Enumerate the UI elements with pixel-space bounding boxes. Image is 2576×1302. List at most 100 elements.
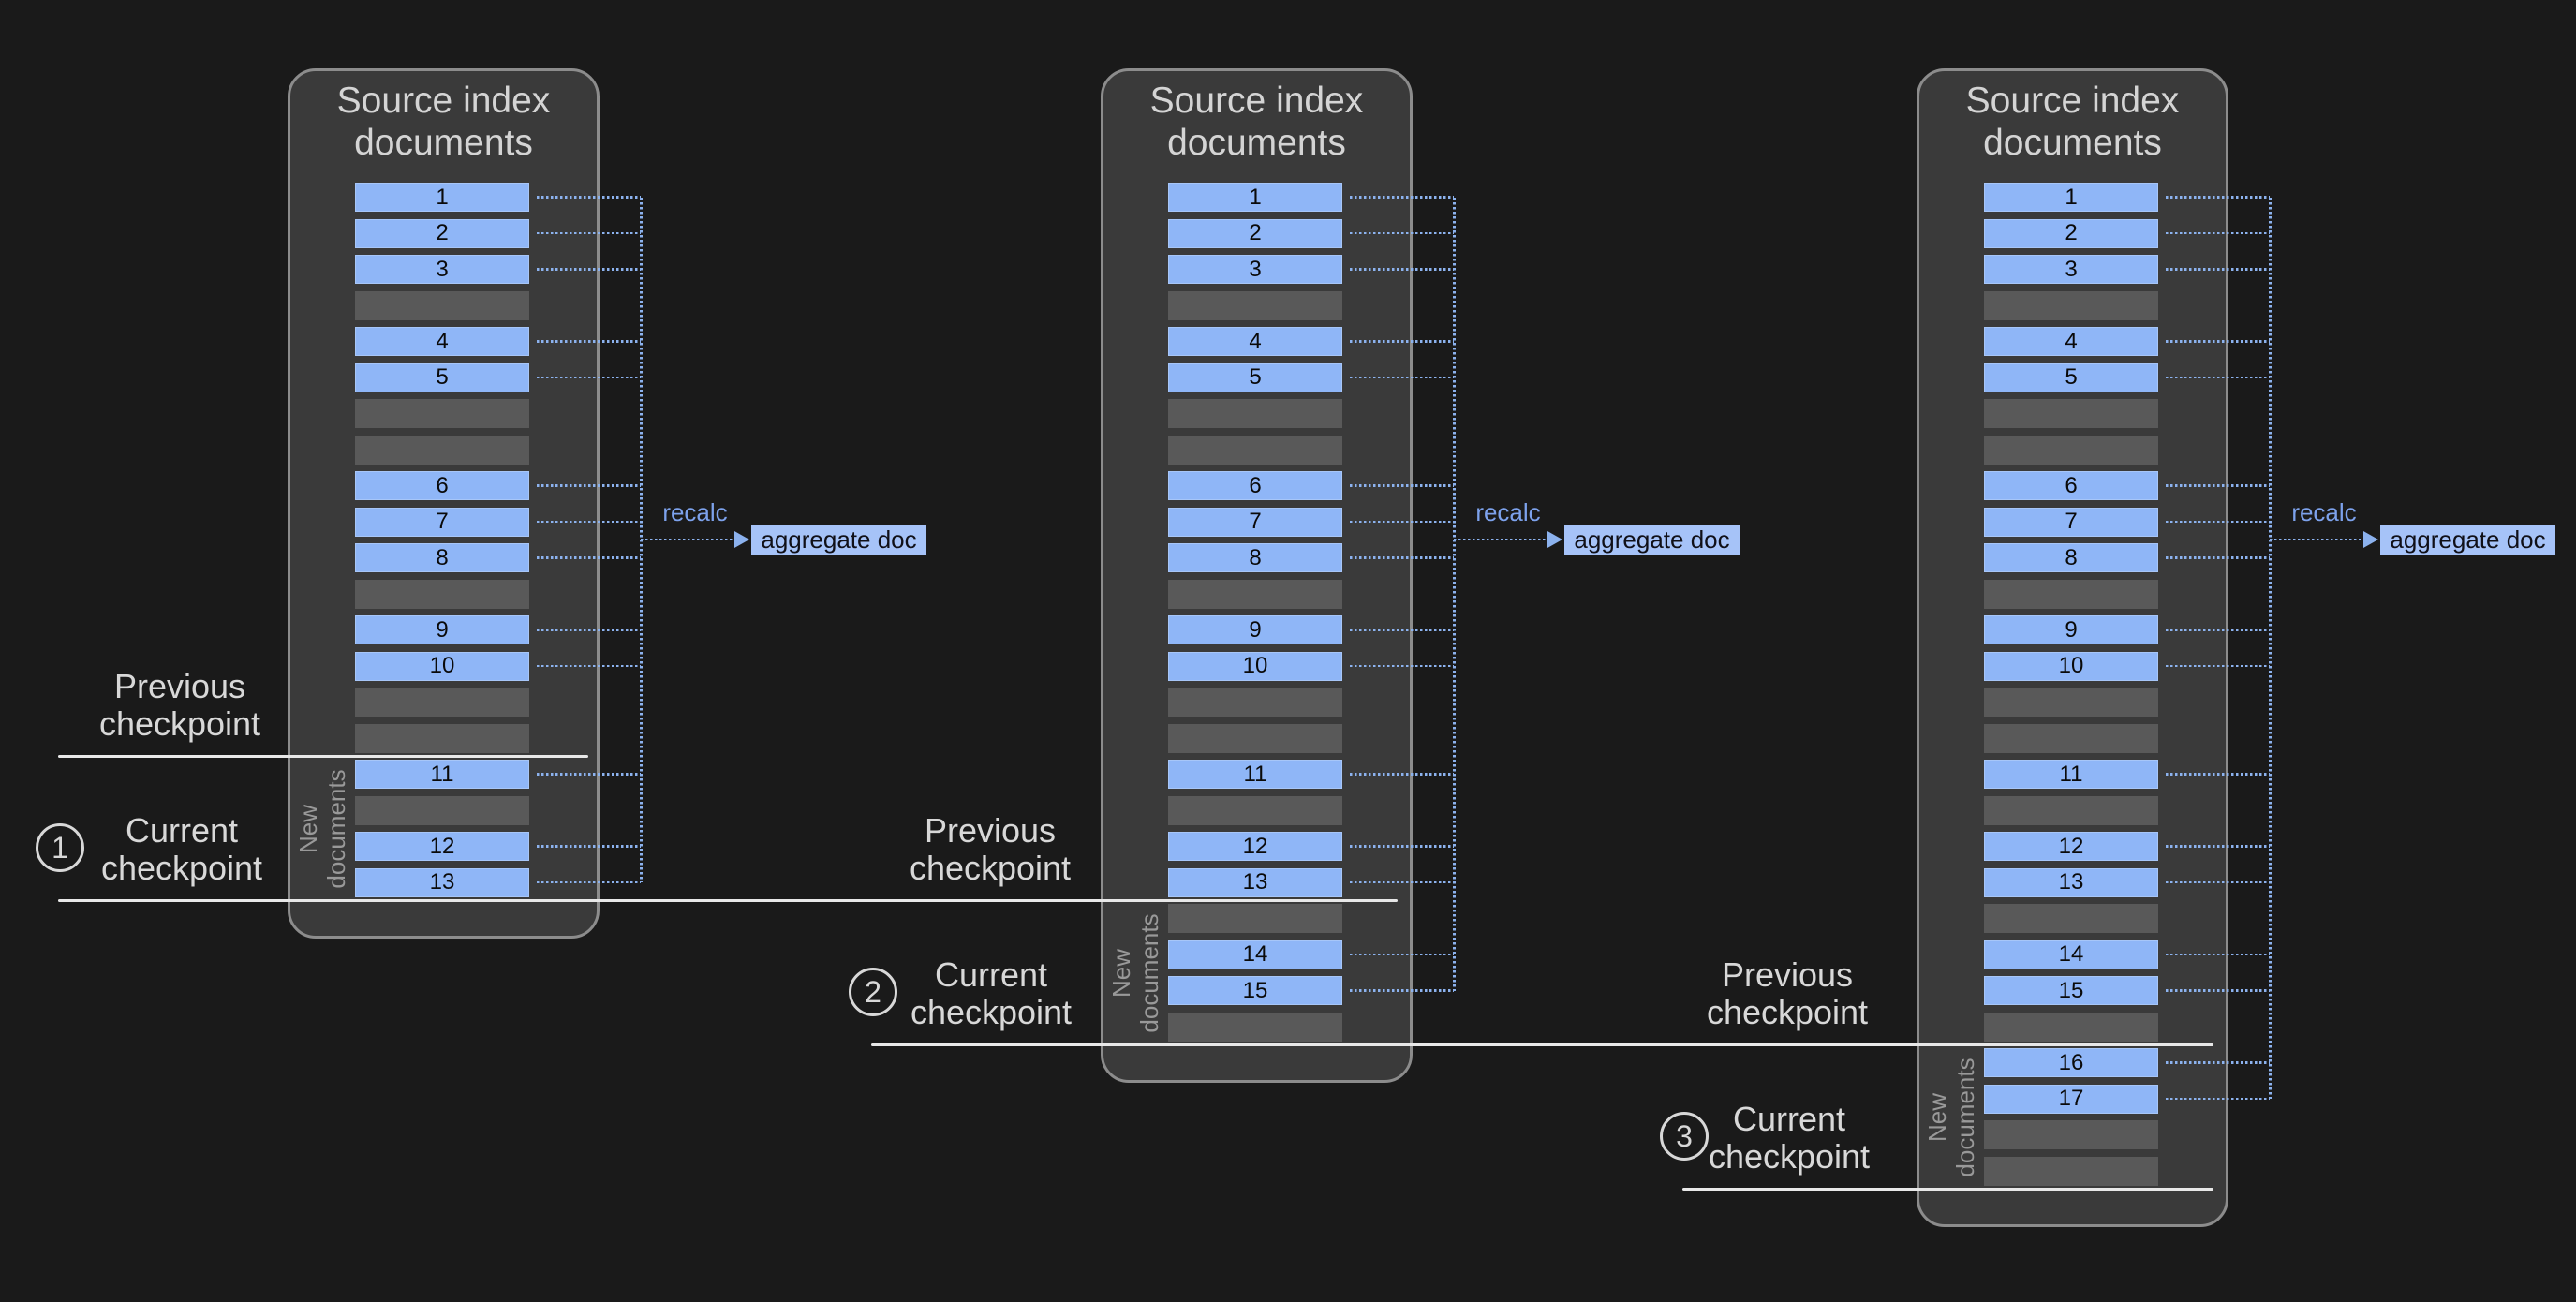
- placeholder-row: [1168, 399, 1342, 428]
- placeholder-row: [355, 723, 529, 753]
- placeholder-row: [1168, 688, 1342, 717]
- connector-line: [2166, 773, 2270, 776]
- source-index-panel: [288, 68, 600, 939]
- document-row: 8: [1984, 543, 2158, 572]
- current-checkpoint-label-line: checkpoint: [100, 849, 263, 887]
- document-row: 6: [1984, 471, 2158, 500]
- document-row: 9: [355, 615, 529, 644]
- connector-line: [1350, 520, 1454, 523]
- document-row: 7: [355, 507, 529, 537]
- connector-line: [2166, 880, 2270, 883]
- new-documents-label-line: documents: [1135, 912, 1163, 1033]
- document-row: 4: [355, 327, 529, 356]
- document-row: 2: [1984, 218, 2158, 248]
- document-row: 13: [355, 867, 529, 897]
- placeholder-row: [355, 579, 529, 609]
- connector-bracket: [1453, 198, 1456, 991]
- recalc-arrow: [1454, 538, 1547, 540]
- recalc-arrowhead-icon: [734, 531, 749, 548]
- document-row: 12: [1168, 832, 1342, 861]
- document-row: 1: [1984, 183, 2158, 212]
- current-checkpoint-line: [871, 1043, 2213, 1046]
- placeholder-row: [1168, 290, 1342, 320]
- placeholder-row: [355, 435, 529, 465]
- document-row: 1: [355, 183, 529, 212]
- recalc-arrow: [2270, 538, 2363, 540]
- connector-line: [2166, 231, 2270, 234]
- placeholder-row: [355, 290, 529, 320]
- connector-line: [2166, 340, 2270, 343]
- document-row: 15: [1984, 976, 2158, 1005]
- document-row: 1: [1168, 183, 1342, 212]
- connector-line: [1350, 556, 1454, 559]
- placeholder-row: [355, 399, 529, 428]
- document-row: 11: [1168, 760, 1342, 789]
- placeholder-row: [1984, 795, 2158, 825]
- document-row: 6: [1168, 471, 1342, 500]
- current-checkpoint-line: [1682, 1188, 2213, 1191]
- connector-line: [1350, 231, 1454, 234]
- connector-line: [537, 664, 641, 667]
- recalc-arrowhead-icon: [1547, 531, 1562, 548]
- document-row: 11: [1984, 760, 2158, 789]
- document-row: 2: [1168, 218, 1342, 248]
- connector-line: [537, 880, 641, 883]
- connector-line: [1350, 340, 1454, 343]
- document-row: 2: [355, 218, 529, 248]
- connector-line: [2166, 520, 2270, 523]
- document-row: 7: [1168, 507, 1342, 537]
- document-row: 8: [1168, 543, 1342, 572]
- placeholder-row: [1168, 1012, 1342, 1042]
- connector-line: [537, 340, 641, 343]
- new-documents-label-line: New: [294, 804, 322, 853]
- placeholder-row: [355, 795, 529, 825]
- connector-line: [537, 231, 641, 234]
- connector-line: [1350, 773, 1454, 776]
- connector-line: [1350, 196, 1454, 199]
- panel-title-line: Source index: [1965, 81, 2180, 121]
- document-row: 10: [1984, 651, 2158, 681]
- connector-line: [537, 556, 641, 559]
- placeholder-row: [1984, 904, 2158, 933]
- new-documents-label-line: New: [1107, 948, 1135, 998]
- aggregate-doc-box: aggregate doc: [1564, 524, 1740, 555]
- connector-line: [537, 376, 641, 378]
- panel-title-line: Source index: [336, 81, 551, 121]
- placeholder-row: [1984, 435, 2158, 465]
- connector-line: [537, 773, 641, 776]
- document-row: 12: [355, 832, 529, 861]
- connector-line: [1350, 484, 1454, 487]
- current-checkpoint-label-line: checkpoint: [910, 993, 1073, 1031]
- connector-line: [537, 196, 641, 199]
- placeholder-row: [1984, 1120, 2158, 1149]
- step-badge: 3: [1660, 1112, 1709, 1161]
- document-row: 15: [1168, 976, 1342, 1005]
- connector-line: [1350, 880, 1454, 883]
- document-row: 14: [1984, 940, 2158, 969]
- document-row: 8: [355, 543, 529, 572]
- document-row: 6: [355, 471, 529, 500]
- connector-line: [1350, 664, 1454, 667]
- recalc-label: recalc: [1475, 498, 1541, 526]
- connector-line: [2166, 268, 2270, 271]
- document-row: 3: [1984, 255, 2158, 284]
- placeholder-row: [1984, 688, 2158, 717]
- recalc-arrowhead-icon: [2363, 531, 2378, 548]
- connector-line: [2166, 1061, 2270, 1064]
- connector-line: [2166, 376, 2270, 378]
- new-documents-label-line: documents: [1951, 1057, 1979, 1177]
- current-checkpoint-label-line: Current: [125, 811, 239, 850]
- connector-line: [1350, 268, 1454, 271]
- recalc-label: recalc: [662, 498, 728, 526]
- document-row: 4: [1984, 327, 2158, 356]
- connector-line: [2166, 1097, 2270, 1100]
- connector-line: [1350, 989, 1454, 992]
- connector-line: [537, 484, 641, 487]
